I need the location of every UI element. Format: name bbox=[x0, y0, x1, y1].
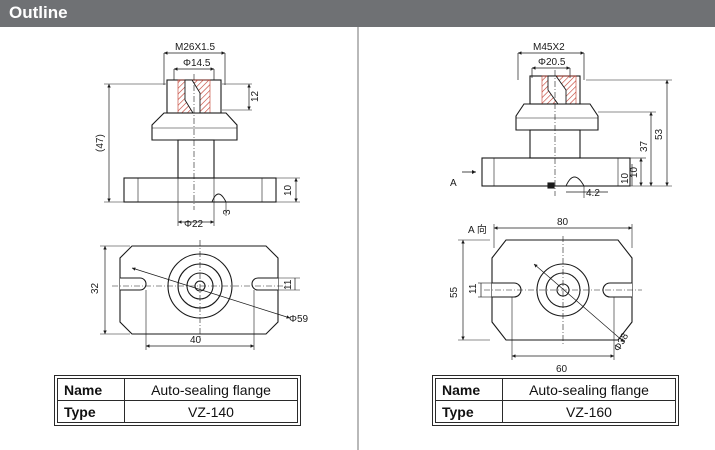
vz160-dim-h37: 37 bbox=[639, 140, 650, 152]
vz160-name-label: Name bbox=[435, 378, 503, 401]
vz160-view-a-dir: A 向 bbox=[468, 223, 487, 236]
panel-divider bbox=[357, 27, 359, 450]
vz160-dim-h10: 10 bbox=[620, 172, 631, 184]
vz140-type-label: Type bbox=[57, 400, 125, 423]
vz160-top-view bbox=[458, 224, 642, 360]
vz140-top-view bbox=[100, 240, 300, 350]
vz160-dim-hole: 11 bbox=[468, 283, 479, 294]
vz160-dim-length: 60 bbox=[556, 364, 568, 375]
vz160-view-a-label: A bbox=[450, 178, 457, 189]
vz140-dim-length: 40 bbox=[190, 335, 202, 346]
vz140-dim-bore: Φ14.5 bbox=[183, 58, 211, 69]
vz160-type-label: Type bbox=[435, 400, 503, 423]
vz160-dim-bore: Φ20.5 bbox=[538, 57, 566, 68]
vz140-dim-width: 32 bbox=[90, 282, 101, 294]
vz140-dim-stem: Φ22 bbox=[184, 219, 204, 230]
vz140-front-view bbox=[104, 51, 300, 226]
vz140-spec-table: Name Auto-sealing flange Type VZ-140 bbox=[54, 375, 301, 426]
vz160-dim-thread: M45X2 bbox=[533, 42, 565, 53]
vz140-name-value: Auto-sealing flange bbox=[124, 378, 298, 401]
vz140-dim-hole: 11 bbox=[283, 279, 294, 290]
vz160-dim-slot: 4.2 bbox=[586, 188, 600, 199]
vz160-name-value: Auto-sealing flange bbox=[502, 378, 676, 401]
vz160-front-view bbox=[462, 51, 672, 198]
vz160-type-value: VZ-160 bbox=[502, 400, 676, 423]
vz140-type-value: VZ-140 bbox=[124, 400, 298, 423]
vz160-dim-height: 55 bbox=[449, 286, 460, 298]
vz160-dim-h53: 53 bbox=[654, 128, 665, 140]
vz140-dim-thread: M26X1.5 bbox=[175, 42, 215, 53]
vz140-dim-height: (47) bbox=[95, 134, 106, 152]
vz160-dim-flange-thk: 10 bbox=[629, 166, 640, 178]
vz140-dim-slot: 3 bbox=[222, 209, 233, 215]
vz140-name-label: Name bbox=[57, 378, 125, 401]
vz140-dim-thread-depth: 12 bbox=[250, 90, 261, 102]
section-header: Outline bbox=[0, 0, 715, 27]
vz140-dim-flange-thk: 10 bbox=[283, 184, 294, 196]
section-title: Outline bbox=[9, 3, 68, 22]
vz160-spec-table: Name Auto-sealing flange Type VZ-160 bbox=[432, 375, 679, 426]
vz140-dim-pcd: Φ59 bbox=[289, 314, 309, 325]
vz160-dim-width: 80 bbox=[557, 217, 569, 228]
